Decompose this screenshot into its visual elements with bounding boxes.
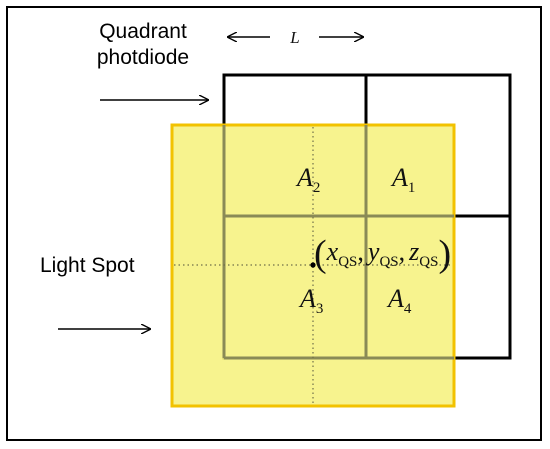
light-spot-label: Light Spot [40,254,135,277]
quadrant-label-a3: A3 [298,284,323,317]
quadrant-label-a1: A1 [390,163,415,196]
quadrant-label-line2: photdiode [96,46,190,69]
dimension-label: L [289,28,299,47]
quadrant-label-a4: A4 [386,284,412,317]
quadrant-label-line1: Quadrant [99,20,187,43]
center-guides [174,127,452,405]
center-coordinates: (xQS,yQS,zQS) [314,233,451,275]
quadrant-label-a2: A2 [295,163,320,196]
overlap-grid [222,125,454,360]
arrows [58,37,363,329]
center-point [310,262,316,268]
quadrant-photodiode-label: Quadrant photdiode [78,19,208,71]
